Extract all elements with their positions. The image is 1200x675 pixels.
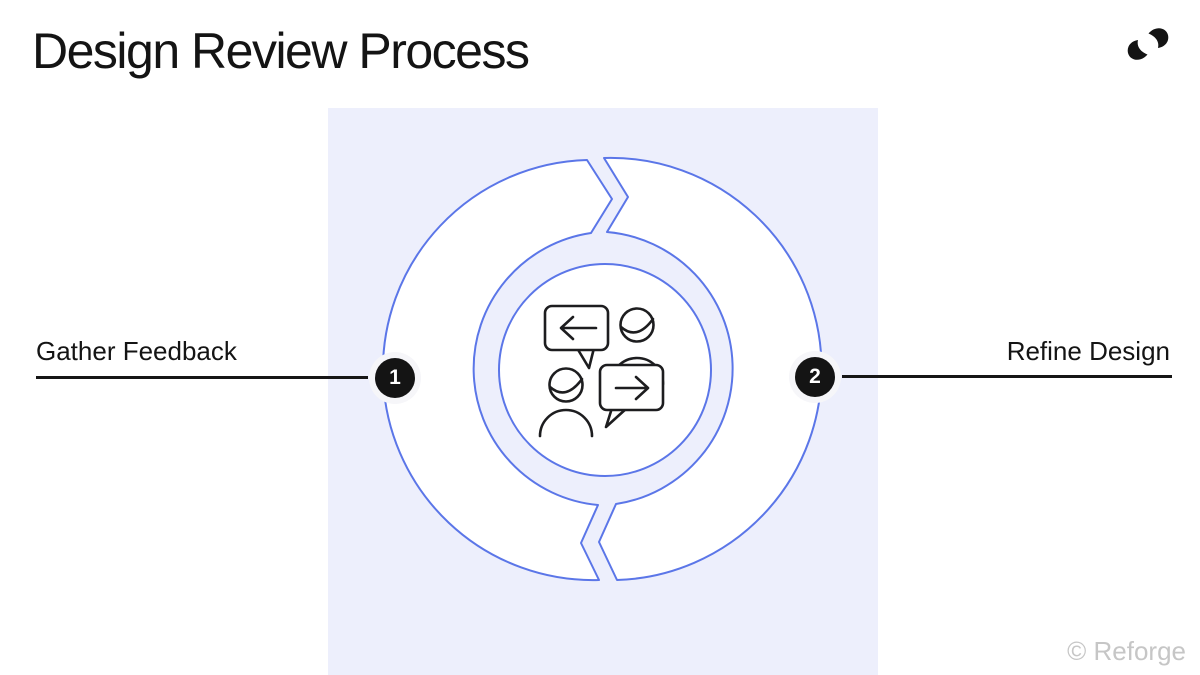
step-label-refine-design: Refine Design bbox=[1006, 336, 1170, 366]
step-badge-2-number: 2 bbox=[795, 357, 835, 397]
watermark: © Reforge bbox=[1067, 636, 1186, 666]
cycle-arc-right bbox=[598, 156, 823, 581]
person-bottom-face-line bbox=[548, 377, 584, 394]
person-top-face-line bbox=[619, 317, 655, 334]
reforge-logo-icon bbox=[1124, 22, 1172, 66]
person-bottom-shoulders bbox=[538, 408, 594, 438]
connector-line-right bbox=[842, 375, 1172, 378]
arrow-left-icon bbox=[559, 315, 598, 341]
person-bottom-head bbox=[548, 367, 584, 403]
step-badge-2: 2 bbox=[789, 351, 841, 403]
page-title: Design Review Process bbox=[32, 23, 530, 79]
person-top-head bbox=[619, 307, 655, 343]
step-badge-1-number: 1 bbox=[375, 358, 415, 398]
connector-line-left bbox=[36, 376, 368, 379]
step-badge-1: 1 bbox=[369, 352, 421, 404]
reforge-logo-svg bbox=[1127, 28, 1169, 60]
step-label-gather-feedback: Gather Feedback bbox=[36, 336, 237, 366]
diagram-panel bbox=[328, 108, 878, 675]
arrow-right-icon bbox=[614, 375, 650, 401]
people-conversation-icon bbox=[538, 304, 665, 438]
cycle-diagram bbox=[381, 156, 823, 582]
cycle-arc-left bbox=[381, 159, 613, 582]
